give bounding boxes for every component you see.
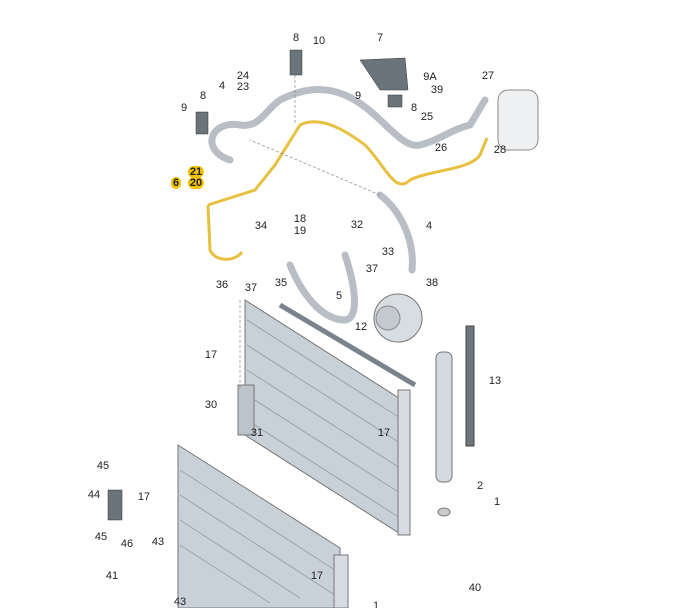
callout-label: 1 bbox=[372, 600, 380, 608]
callout-label: 8 bbox=[199, 90, 207, 102]
dryer-cartridge bbox=[435, 351, 453, 483]
callout-label: 35 bbox=[274, 277, 288, 289]
callout-label: 36 bbox=[215, 279, 229, 291]
callout-label: 17 bbox=[310, 570, 324, 582]
callout-label: 18 bbox=[293, 213, 307, 225]
callout-label: 20 bbox=[187, 177, 205, 189]
callout-label: 12 bbox=[354, 321, 368, 333]
highlighted-pipe bbox=[206, 120, 489, 261]
callout-label: 21 bbox=[187, 166, 205, 178]
callout-label: 9 bbox=[354, 90, 362, 102]
callout-label: 7 bbox=[376, 32, 384, 44]
seal-strip bbox=[278, 302, 417, 388]
callout-label: 13 bbox=[488, 375, 502, 387]
callout-label: 9 bbox=[180, 102, 188, 114]
brackets bbox=[107, 49, 409, 521]
callout-label: 10 bbox=[312, 35, 326, 47]
callout-label: 28 bbox=[493, 144, 507, 156]
callout-label: 40 bbox=[468, 582, 482, 594]
callout-label: 1 bbox=[493, 496, 501, 508]
callout-label: 32 bbox=[350, 219, 364, 231]
callout-label: 44 bbox=[87, 489, 101, 501]
callout-label: 19 bbox=[293, 225, 307, 237]
callout-label: 27 bbox=[481, 70, 495, 82]
callout-label: 17 bbox=[137, 491, 151, 503]
callout-label: 34 bbox=[254, 220, 268, 232]
callout-label: 8 bbox=[410, 102, 418, 114]
callout-label: 37 bbox=[244, 282, 258, 294]
callout-label: 37 bbox=[365, 263, 379, 275]
seal-strip-13 bbox=[465, 325, 475, 447]
callout-label: 46 bbox=[120, 538, 134, 550]
callout-label: 23 bbox=[236, 81, 250, 93]
callout-label: 17 bbox=[204, 349, 218, 361]
callout-label: 45 bbox=[96, 460, 110, 472]
callout-label: 25 bbox=[420, 111, 434, 123]
evaporator-housing bbox=[497, 89, 539, 151]
callout-label: 2 bbox=[476, 480, 484, 492]
lower-condenser bbox=[177, 444, 349, 608]
callout-label: 5 bbox=[335, 290, 343, 302]
callout-label: 26 bbox=[434, 142, 448, 154]
callout-label: 33 bbox=[381, 246, 395, 258]
refrigerant-pipes bbox=[208, 86, 489, 324]
callout-label: 41 bbox=[105, 570, 119, 582]
callout-label: 17 bbox=[377, 427, 391, 439]
callout-label: 38 bbox=[425, 277, 439, 289]
callout-label: 30 bbox=[204, 399, 218, 411]
callout-label: 6 bbox=[170, 177, 182, 189]
callout-label: 39 bbox=[430, 84, 444, 96]
compressor bbox=[373, 293, 423, 343]
callout-label: 43 bbox=[173, 596, 187, 608]
callout-label: 4 bbox=[218, 80, 226, 92]
callout-label: 31 bbox=[250, 427, 264, 439]
callout-label: 9A bbox=[423, 71, 437, 83]
callout-label: 4 bbox=[425, 220, 433, 232]
callout-label: 45 bbox=[94, 531, 108, 543]
callout-label: 8 bbox=[292, 32, 300, 44]
upper-condenser bbox=[237, 299, 411, 536]
callout-label: 43 bbox=[151, 536, 165, 548]
callout-label: 24 bbox=[236, 70, 250, 82]
